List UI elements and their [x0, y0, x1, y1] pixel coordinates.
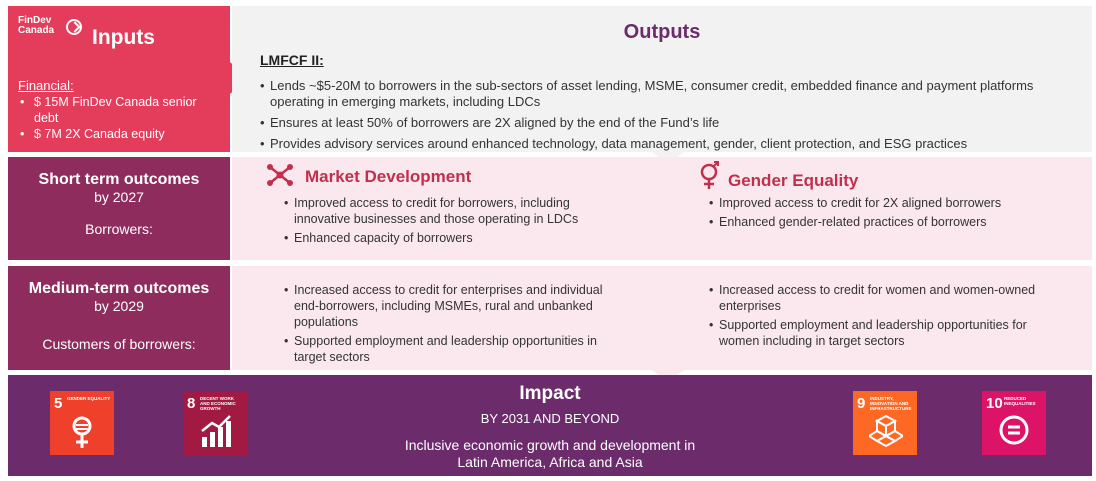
- list-item: Supported employment and leadership oppo…: [709, 317, 1069, 349]
- list-item: Enhanced gender-related practices of bor…: [709, 214, 1069, 230]
- gender-symbol-icon: [700, 161, 719, 189]
- medium-market-list: Increased access to credit for enterpris…: [284, 282, 629, 368]
- fund-name: LMFCF II:: [260, 52, 324, 68]
- sdg-9-tile: 9 INDUSTRY, INNOVATION AND INFRASTRUCTUR…: [853, 391, 917, 455]
- list-item: Increased access to credit for women and…: [709, 282, 1069, 314]
- financial-list: $ 15M FinDev Canada senior debt $ 7M 2X …: [18, 94, 223, 142]
- list-item: $ 15M FinDev Canada senior debt: [18, 94, 223, 126]
- market-development-list: Improved access to credit for borrowers,…: [284, 195, 629, 249]
- short-term-title: Short term outcomes: [38, 171, 200, 188]
- impact-description: Inclusive economic growth and developmen…: [404, 437, 696, 470]
- inputs-panel: FinDev Canada Inputs Financial: $ 15M Fi…: [8, 6, 230, 152]
- list-item: Lends ~$5-20M to borrowers in the sub-se…: [260, 78, 1065, 110]
- outputs-title: Outputs: [623, 21, 701, 43]
- market-development-heading: Market Development: [305, 167, 472, 186]
- outputs-panel: Outputs LMFCF II: Lends ~$5-20M to borro…: [232, 6, 1092, 152]
- short-term-label: Short term outcomes by 2027 Borrowers:: [8, 157, 230, 260]
- list-item: Provides advisory services around enhanc…: [260, 136, 1065, 152]
- sdg-8-tile: 8 DECENT WORK AND ECONOMIC GROWTH: [183, 391, 247, 455]
- sdg-10-tile: 10 REDUCED INEQUALITIES: [982, 391, 1046, 455]
- network-icon: [267, 164, 293, 186]
- list-item: $ 7M 2X Canada equity: [18, 126, 223, 142]
- medium-gender-list: Increased access to credit for women and…: [709, 282, 1069, 352]
- medium-term-by: by 2029: [94, 298, 144, 314]
- list-item: Enhanced capacity of borrowers: [284, 230, 629, 246]
- medium-term-audience: Customers of borrowers:: [42, 336, 196, 352]
- economic-growth-icon: [201, 415, 231, 447]
- list-item: Increased access to credit for enterpris…: [284, 282, 629, 330]
- medium-term-title: Medium-term outcomes: [28, 280, 210, 297]
- findev-logo: FinDev Canada: [18, 16, 82, 36]
- list-item: Improved access to credit for borrowers,…: [284, 195, 629, 227]
- outputs-list: Lends ~$5-20M to borrowers in the sub-se…: [260, 78, 1065, 157]
- short-term-panel: Market Development Improved access to cr…: [232, 157, 1092, 260]
- short-term-audience: Borrowers:: [85, 221, 153, 237]
- infrastructure-icon: [869, 414, 903, 448]
- gender-equality-icon: [72, 416, 92, 448]
- logo-mark-icon: [66, 19, 82, 35]
- impact-title: Impact: [519, 383, 581, 404]
- financial-label: Financial:: [18, 78, 74, 93]
- list-item: Improved access to credit for 2X aligned…: [709, 195, 1069, 211]
- gender-equality-heading: Gender Equality: [728, 171, 859, 190]
- list-item: Supported employment and leadership oppo…: [284, 333, 629, 365]
- medium-term-label: Medium-term outcomes by 2029 Customers o…: [8, 266, 230, 370]
- impact-panel: Impact BY 2031 AND BEYOND Inclusive econ…: [8, 375, 1092, 476]
- list-item: Ensures at least 50% of borrowers are 2X…: [260, 115, 1065, 131]
- reduced-inequalities-icon: [999, 415, 1029, 445]
- gender-equality-list: Improved access to credit for 2X aligned…: [709, 195, 1069, 233]
- impact-subtitle: BY 2031 AND BEYOND: [480, 411, 620, 426]
- short-term-by: by 2027: [94, 189, 144, 205]
- sdg-5-tile: 5 GENDER EQUALITY: [50, 391, 114, 455]
- inputs-title: Inputs: [92, 26, 155, 49]
- medium-term-panel: Increased access to credit for enterpris…: [232, 266, 1092, 370]
